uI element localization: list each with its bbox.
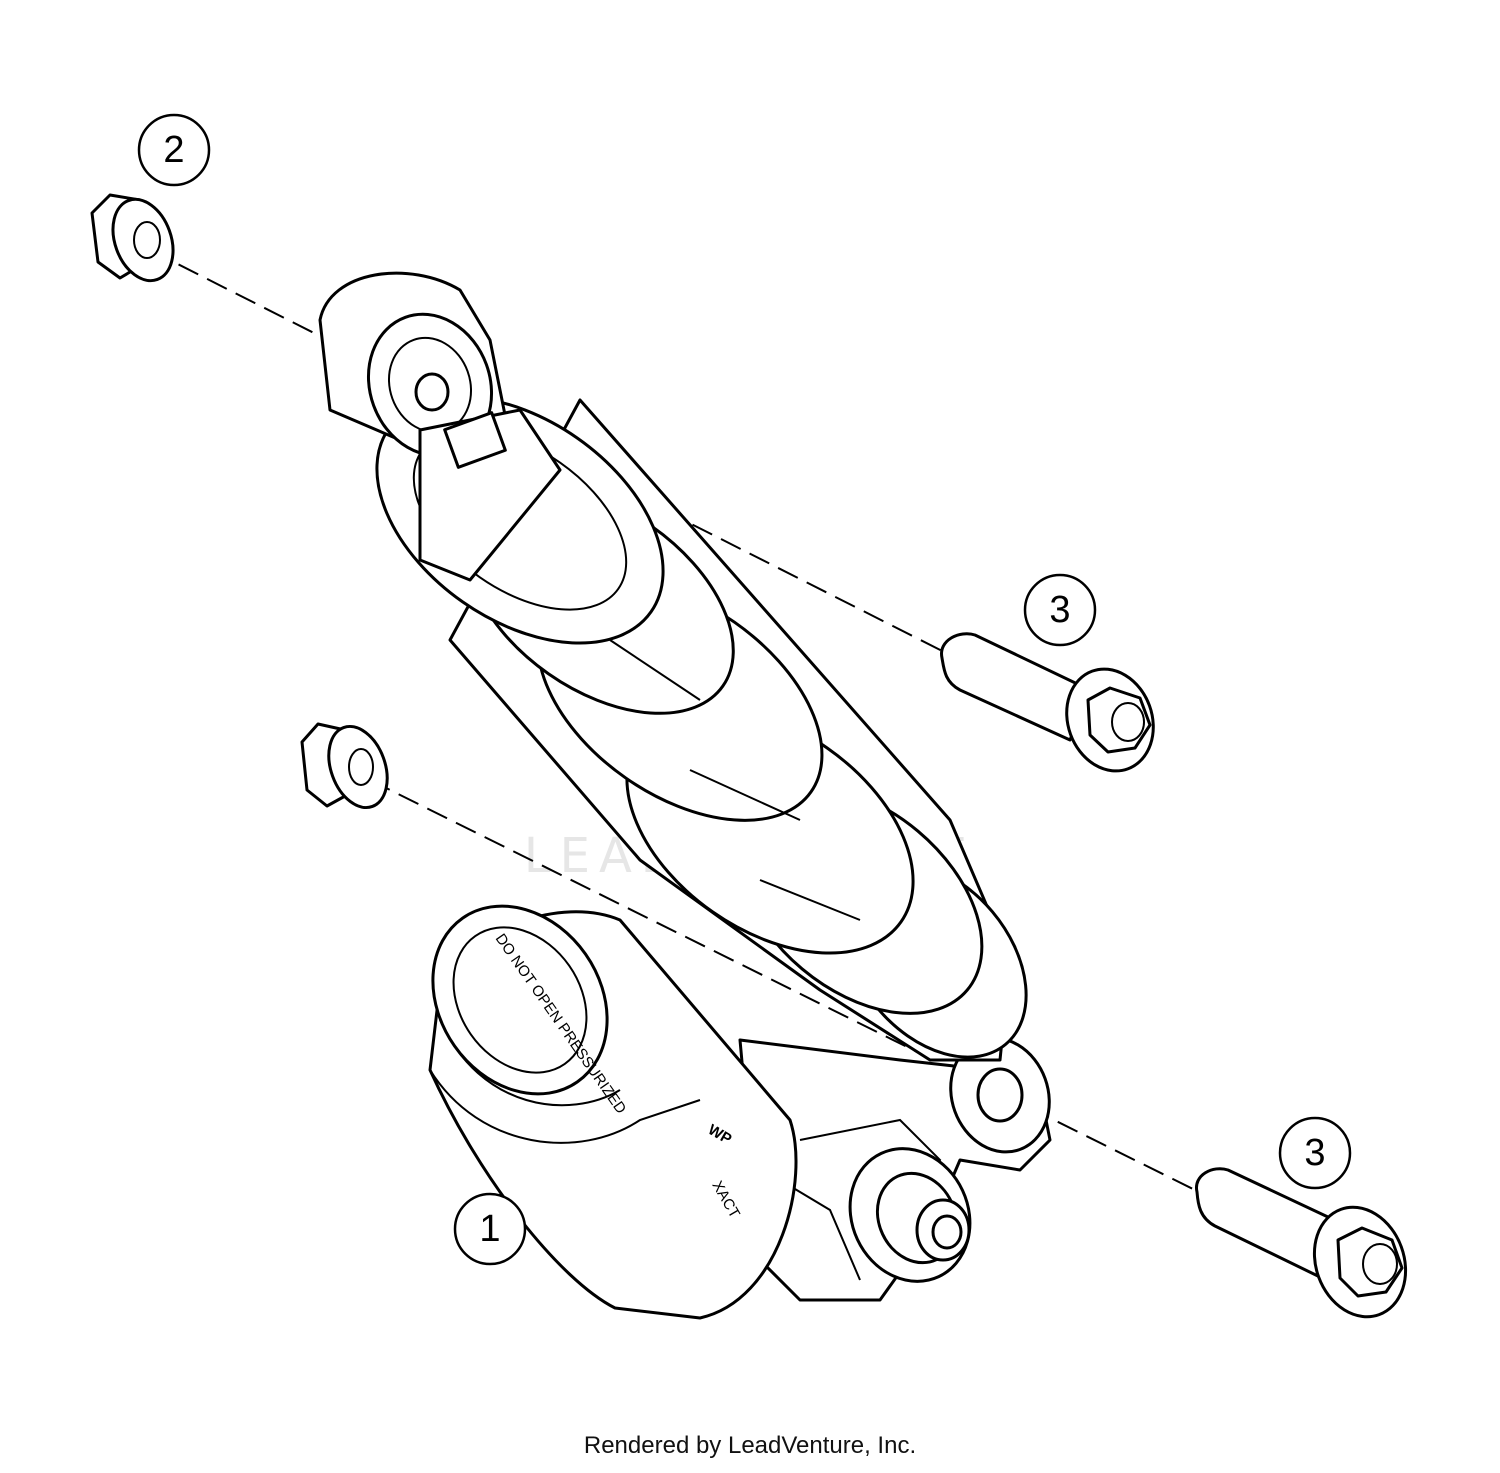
callout-label: 2: [163, 129, 184, 171]
top-mount-eye: [318, 271, 562, 582]
callout-3-lower: 3: [1278, 1116, 1352, 1190]
flange-bolt-upper: [940, 632, 1155, 773]
callout-circle: [1278, 1116, 1352, 1190]
callout-1: 1: [453, 1192, 527, 1266]
callout-circle: [137, 113, 211, 187]
callout-label: 3: [1304, 1132, 1325, 1174]
callout-label: 1: [479, 1208, 500, 1250]
lower-axis-line: [369, 779, 1206, 1196]
callout-2: 2: [137, 113, 211, 187]
callout-circle: [453, 1192, 527, 1266]
flange-bolt-lower: [1195, 1167, 1408, 1319]
callout-3-upper: 3: [1023, 573, 1097, 647]
adjuster-knob: [848, 1147, 972, 1283]
callout-label: 3: [1049, 589, 1070, 631]
reservoir: DO NOT OPEN PRESSURIZED WP XACT: [428, 904, 798, 1320]
flange-nut-lower: [300, 722, 389, 810]
footer-credit: Rendered by LeadVenture, Inc.: [583, 1432, 917, 1459]
callout-circle: [1023, 573, 1097, 647]
flange-nut-upper: [90, 193, 175, 283]
